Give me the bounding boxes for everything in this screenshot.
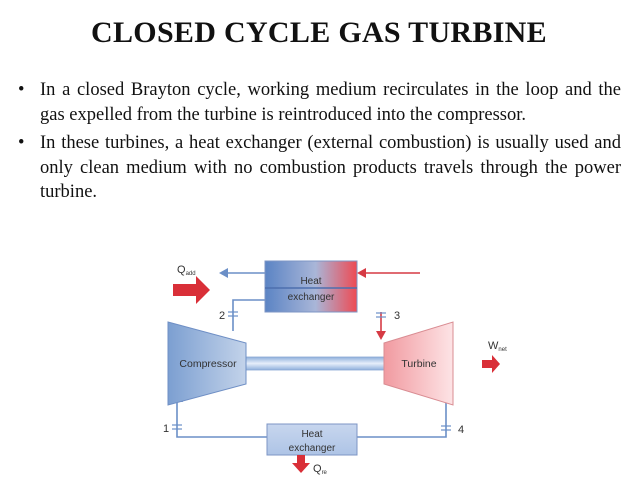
heat-in-arrowhead [357, 268, 366, 278]
q-re-arrow-icon [292, 455, 310, 473]
state-2-label: 2 [219, 310, 225, 322]
state-3-label: 3 [394, 310, 400, 322]
line-hx-to-compressor [176, 398, 267, 438]
bottom-heat-exchanger [266, 423, 358, 456]
top-hx-label-line1: Heat [300, 276, 321, 287]
bullet-dot: • [18, 133, 25, 153]
shaft [245, 356, 387, 371]
compressor [167, 321, 247, 406]
line-compressor-to-hx [232, 299, 265, 331]
bullet-list: • In a closed Brayton cycle, working med… [16, 78, 621, 209]
arrowhead-down-turbine [376, 331, 386, 340]
w-net-arrow-icon [482, 355, 500, 373]
state-4-label: 4 [458, 424, 464, 436]
q-add-arrow-icon [173, 276, 210, 304]
bottom-hx-label-line1: Heat [301, 429, 322, 440]
bullet-dot: • [18, 80, 25, 100]
turbine-label: Turbine [401, 358, 436, 370]
top-heat-exchanger [264, 260, 358, 313]
page-title: CLOSED CYCLE GAS TURBINE [91, 16, 547, 49]
bullet-item: • In a closed Brayton cycle, working med… [16, 78, 621, 127]
w-net-label: Wnet [488, 340, 507, 353]
compressor-label: Compressor [179, 358, 237, 370]
heat-out-arrowhead [219, 268, 228, 278]
bottom-hx-label-line2: exchanger [289, 443, 336, 454]
q-re-label: Qre [313, 463, 328, 476]
bullet-text: In these turbines, a heat exchanger (ext… [40, 133, 621, 202]
state-1-label: 1 [163, 423, 169, 435]
q-add-label: Qadd [177, 264, 196, 277]
top-hx-label-line2: exchanger [288, 292, 335, 303]
bullet-item: • In these turbines, a heat exchanger (e… [16, 131, 621, 205]
bullet-text: In a closed Brayton cycle, working mediu… [40, 80, 621, 125]
turbine [383, 321, 454, 406]
state-ticks [172, 311, 451, 431]
